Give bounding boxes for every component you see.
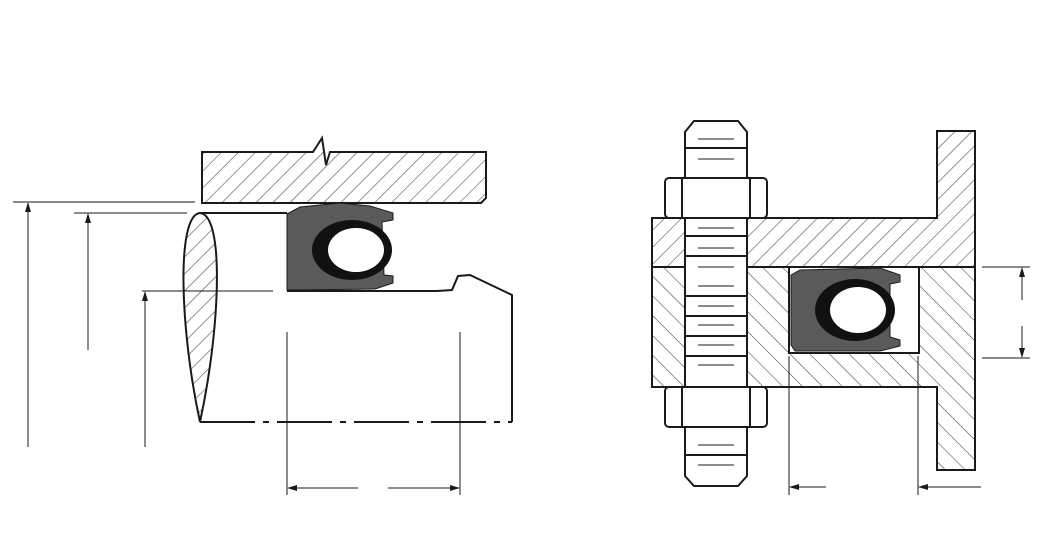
dimension-lines-right [788,266,1030,495]
top-nut [664,177,768,219]
bolt-bottom-stud [684,427,748,487]
bolt-top-stud [684,120,748,178]
dimension-lines-left [13,201,461,495]
shaft-outline [200,212,513,422]
bolt-shank [684,217,748,388]
o-ring-center [328,228,384,272]
shaft-section-lens [182,211,218,423]
bolt [664,120,768,487]
flange-seal-view [651,120,1030,495]
housing-plate [201,135,487,204]
shaft-seal-view [13,135,513,495]
u-cup-seal [286,202,394,291]
u-cup-seal-2 [790,267,901,352]
o-ring-center [830,287,886,333]
bottom-nut [664,386,768,428]
